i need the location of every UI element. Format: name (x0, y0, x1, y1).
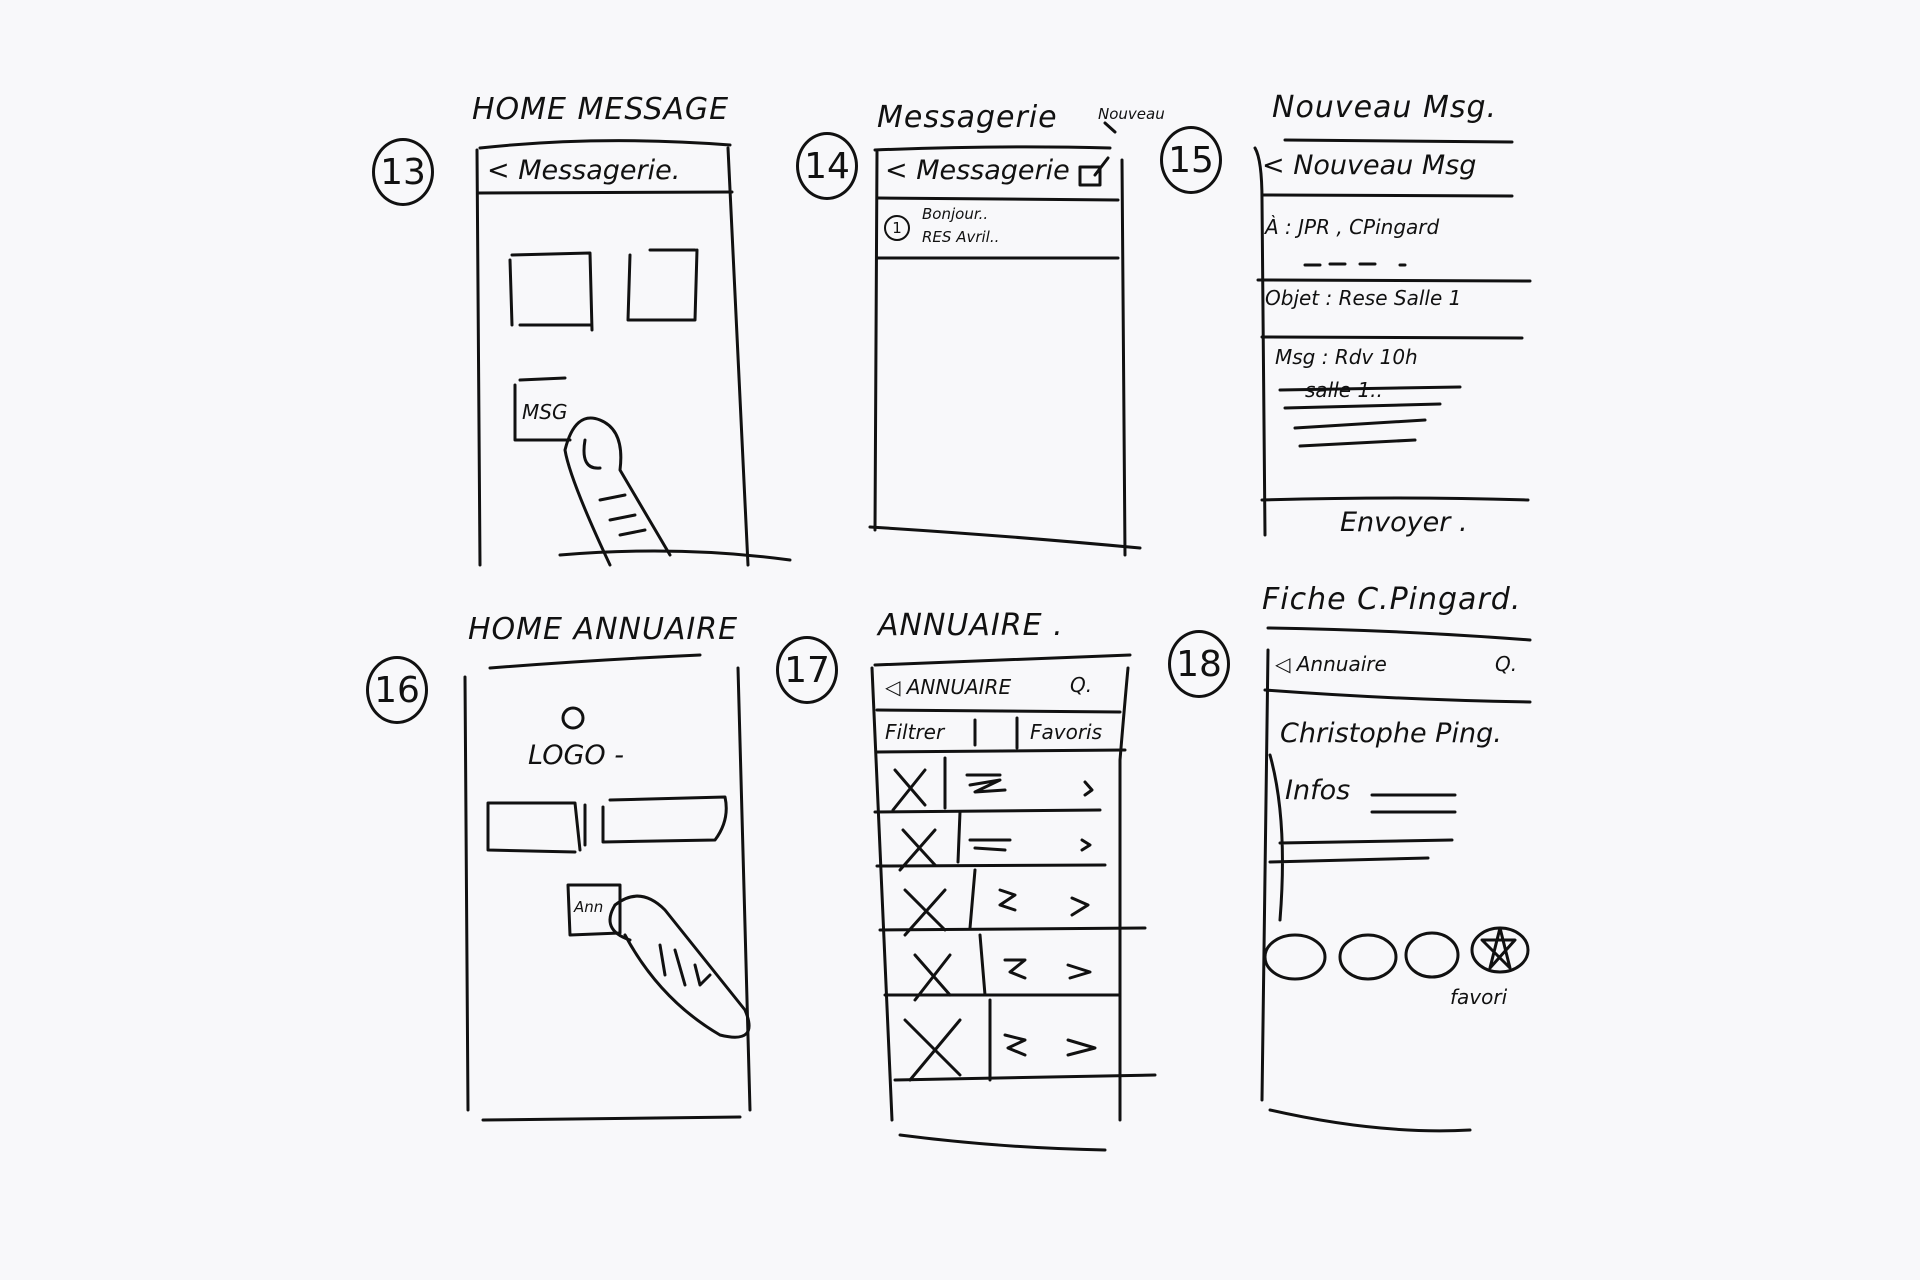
finger-icon (563, 416, 672, 567)
tabs-divider (875, 748, 1127, 754)
tile-right (626, 248, 699, 322)
bottom-line (1268, 1108, 1472, 1133)
sketch-stroke (891, 768, 962, 1082)
title-underline (873, 145, 1112, 152)
contact-name: Christophe Ping. (1280, 718, 1502, 749)
phone-right-edge (726, 146, 750, 567)
title-underline (873, 653, 1132, 667)
title-underline (488, 653, 702, 670)
msg-button[interactable]: MSG (522, 400, 568, 424)
header-divider (875, 708, 1122, 714)
screen-title: Messagerie (877, 100, 1058, 135)
tile-left (486, 801, 582, 854)
msg-button (513, 376, 572, 442)
action-circle-1 (1263, 933, 1327, 981)
phone-left-edge (475, 148, 482, 567)
message-preview-line2[interactable]: RES Avril.. (922, 228, 1000, 246)
phone-left-edge (463, 675, 470, 1112)
msg-lines (1278, 385, 1462, 448)
screen-17-frame (870, 653, 1157, 1152)
header-title: < Nouveau Msg (1262, 150, 1477, 181)
ann-button (566, 883, 622, 937)
sketch-stroke (1066, 780, 1097, 1057)
sketch-stroke (943, 756, 992, 1082)
bottom-line (481, 1115, 742, 1122)
info-lines (1268, 753, 1457, 922)
title-underline (478, 139, 732, 150)
phone-left-edge (870, 666, 894, 1122)
phone-left-edge (873, 150, 879, 532)
bottom-line (898, 1133, 1107, 1152)
tab-favorites[interactable]: Favoris (1030, 720, 1103, 744)
send-divider (1260, 496, 1530, 502)
annotation-arrow (1103, 121, 1117, 134)
message-preview-line1[interactable]: Bonjour.. (922, 205, 989, 223)
search-icon[interactable]: Q. (1495, 652, 1518, 676)
header-divider (1260, 193, 1514, 198)
screen-number: 13 (372, 138, 434, 206)
tile-left (508, 251, 594, 332)
screen-14-frame (868, 121, 1142, 557)
message-line2: salle 1.. (1305, 378, 1383, 402)
phone-left-edge (1260, 648, 1270, 1102)
screen-title: ANNUAIRE . (878, 608, 1064, 643)
screen-number: 14 (796, 132, 858, 200)
to-divider (1256, 278, 1532, 283)
screen-18-frame (1260, 626, 1532, 1133)
logo-label: LOGO - (528, 740, 624, 771)
header-title: < Messagerie. (487, 155, 681, 186)
phone-right-edge (1120, 158, 1127, 557)
annotation-new: Nouveau (1098, 105, 1165, 123)
screen-title: Nouveau Msg. (1272, 90, 1498, 125)
sketch-stroke (873, 808, 1157, 1082)
unread-badge: 1 (884, 215, 910, 241)
header-divider (1263, 688, 1532, 704)
subject-field[interactable]: Objet : Rese Salle 1 (1265, 286, 1462, 310)
tab-filter[interactable]: Filtrer (885, 720, 945, 744)
favorite-label: favori (1450, 985, 1508, 1009)
screen-number: 16 (366, 656, 428, 724)
screen-number: 15 (1160, 126, 1222, 194)
screen-title: Fiche C.Pingard. (1262, 582, 1522, 617)
directory-rows (873, 756, 1157, 1082)
screen-title: HOME MESSAGE (472, 92, 730, 127)
screen-number: 18 (1168, 630, 1230, 698)
screen-title: HOME ANNUAIRE (468, 612, 739, 647)
phone-right-edge (736, 666, 752, 1112)
star-icon (1480, 926, 1517, 970)
phone-right-edge (1118, 666, 1130, 1122)
tab-sep (973, 716, 1019, 750)
title-underline (1266, 626, 1532, 642)
screen-15-frame (1253, 138, 1532, 537)
compose-icon (1078, 156, 1110, 187)
infos-label: Infos (1285, 775, 1351, 806)
phone-left-edge (1253, 146, 1267, 537)
header-divider (876, 196, 1120, 202)
subject-divider (1260, 335, 1524, 340)
action-circle-3 (1404, 931, 1460, 979)
message-field[interactable]: Msg : Rdv 10h (1275, 345, 1418, 369)
bottom-line (868, 525, 1142, 550)
action-circle-2 (1338, 933, 1398, 981)
search-icon[interactable]: Q. (1070, 673, 1093, 697)
screen-13-frame (475, 139, 792, 567)
to-field[interactable]: À : JPR , CPingard (1265, 215, 1440, 239)
ground-line (558, 549, 792, 562)
logo-icon (561, 706, 585, 730)
favorite-circle (1470, 926, 1530, 974)
header-title: < Messagerie (885, 155, 1070, 186)
header-title: ◁ ANNUAIRE (885, 675, 1012, 699)
header-divider (476, 190, 734, 195)
to-dashes (1303, 262, 1407, 267)
screen-16-frame (463, 653, 752, 1122)
hand-arc (608, 903, 632, 942)
header-title: ◁ Annuaire (1275, 652, 1387, 676)
finger-icon (613, 894, 751, 1039)
tile-right (583, 795, 728, 847)
sketch-stroke (965, 773, 1027, 1057)
ann-button[interactable]: Ann (574, 898, 604, 916)
screen-number: 17 (776, 636, 838, 704)
send-button[interactable]: Envoyer . (1340, 507, 1468, 538)
title-underline (1283, 138, 1514, 144)
